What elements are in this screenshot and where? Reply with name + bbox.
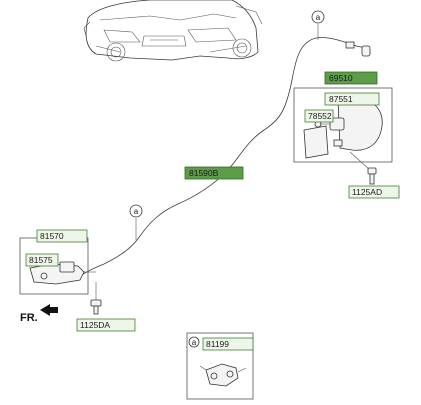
part-label-81199[interactable]: 81199: [202, 337, 254, 351]
release-lever-group: [19, 237, 96, 295]
front-direction-label: FR.: [20, 312, 38, 324]
part-number-81199: 81199: [206, 339, 229, 349]
part-label-78552[interactable]: 78552: [304, 109, 334, 123]
fuel-filler-door-group: [293, 87, 393, 163]
part-number-1125DA: 1125DA: [80, 320, 110, 330]
part-label-81590B[interactable]: 81590B: [184, 166, 244, 180]
reference-marker-label: a: [134, 207, 139, 216]
detail-box-81199: a: [186, 332, 254, 400]
part-label-1125DA[interactable]: 1125DA: [76, 318, 136, 332]
front-arrow-icon: [40, 304, 58, 316]
reference-marker-top: a: [311, 10, 325, 40]
part-number-87551: 87551: [329, 94, 353, 104]
part-label-1125AD[interactable]: 1125AD: [348, 185, 400, 199]
part-number-69510: 69510: [329, 73, 353, 83]
screw-1125ad: [349, 151, 377, 185]
part-label-87551[interactable]: 87551: [324, 92, 380, 106]
part-label-81570[interactable]: 81570: [36, 229, 88, 243]
front-direction-indicator: FR.: [20, 304, 58, 324]
part-number-78552: 78552: [308, 111, 332, 121]
part-number-81575: 81575: [29, 255, 53, 265]
part-label-69510[interactable]: 69510: [324, 71, 378, 85]
reference-marker-mid: a: [129, 204, 143, 240]
car-illustration: [83, 0, 263, 62]
part-number-81590B: 81590B: [189, 168, 219, 178]
reference-marker-label: a: [192, 338, 197, 347]
part-number-1125AD: 1125AD: [352, 187, 382, 197]
reference-marker-label: a: [316, 13, 321, 22]
part-label-81575[interactable]: 81575: [25, 253, 59, 267]
screw-1125da: [90, 282, 102, 315]
part-number-81570: 81570: [40, 231, 64, 241]
